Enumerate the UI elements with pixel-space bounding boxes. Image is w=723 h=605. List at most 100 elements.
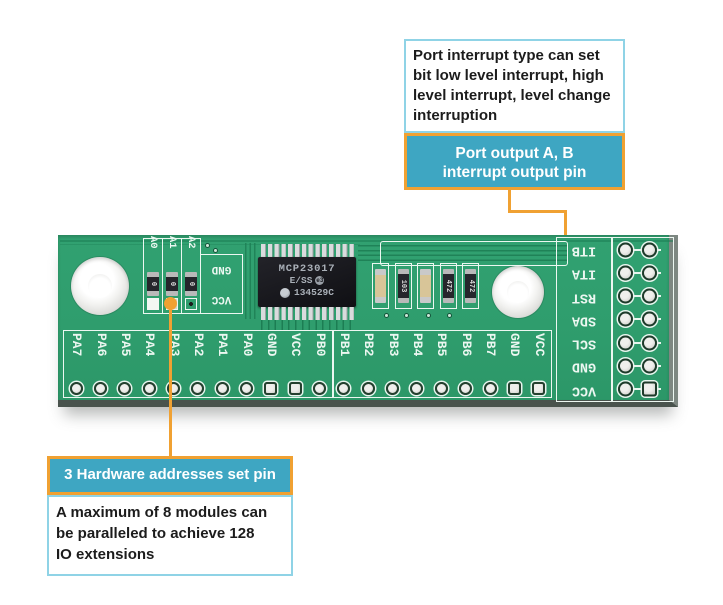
bottom-pin: PB3 (380, 331, 404, 397)
side-pin-pair (613, 354, 673, 377)
pin-pad (191, 382, 205, 395)
pin-label: ITB (571, 242, 597, 258)
side-pin-label-row: RST (557, 285, 611, 308)
side-pin-pair (613, 331, 673, 354)
pcb-trace-bundle-horizontal (358, 245, 568, 262)
pin-label: PA2 (190, 333, 206, 357)
smd-body (375, 269, 386, 303)
connector-line-top (508, 210, 567, 213)
side-pin-label-row: ITB (557, 238, 611, 261)
smd-value: 472 (466, 279, 475, 293)
pin-label: PB2 (361, 333, 377, 357)
bottom-pin: GND (502, 331, 526, 397)
pin-label: GND (571, 359, 597, 375)
resistor-value: 0 (149, 281, 157, 287)
pin-label: PB7 (483, 333, 499, 357)
pin-pad (618, 311, 633, 327)
connector-line-top (508, 190, 511, 213)
bottom-callout-label: 3 Hardware addresses set pin (47, 456, 293, 495)
bottom-pin: PA7 (64, 331, 88, 397)
pin-pad (642, 381, 657, 397)
bottom-pin: PA3 (161, 331, 185, 397)
via-dot (213, 248, 218, 253)
chip-fanout-traces (261, 320, 356, 330)
pin-pad (459, 382, 473, 395)
smd-component: 103 (394, 263, 412, 309)
via-dot (205, 243, 210, 248)
bottom-pin: PB1 (332, 331, 356, 397)
pcb-board: A0 0 A1 0 A2 0 (58, 235, 678, 407)
chip-pins-bottom (261, 307, 356, 320)
pin-pad (618, 288, 633, 304)
ic-chip-mcp23017: MCP23017 E/SS e3 134529C (258, 257, 356, 307)
pin-pad (642, 242, 657, 258)
pin-label: RST (571, 289, 597, 305)
side-pin-grid (612, 237, 674, 402)
chip-package-text: E/SS (289, 275, 313, 286)
bottom-pin: GND (259, 331, 283, 397)
side-pin-labels: ITB ITA RST SDA SCL GND (556, 237, 612, 402)
smd-value: 103 (399, 279, 407, 293)
pin-label: GND (263, 333, 279, 357)
chip-pins-top (261, 244, 356, 257)
side-pin-pair (613, 378, 673, 401)
bottom-pin: PB5 (429, 331, 453, 397)
pin-pad (642, 288, 657, 304)
pin-label: SDA (571, 312, 597, 328)
callout-dot-address (164, 297, 177, 310)
pin-pad (618, 265, 633, 281)
pcb-trace-bundle-vertical (245, 243, 257, 319)
pin-pad (618, 358, 633, 374)
pin-label: VCC (531, 333, 547, 357)
pin-pad (532, 382, 546, 395)
pin-label: PA5 (117, 333, 133, 357)
side-pin-pair (613, 308, 673, 331)
pin-pad (642, 335, 657, 351)
bottom-pin: VCC (527, 331, 551, 397)
bottom-pin: PA5 (113, 331, 137, 397)
smd-body: 472 (442, 269, 454, 303)
mounting-hole-right (492, 266, 544, 318)
pin-pad (313, 382, 327, 395)
pin-label: PA0 (239, 333, 255, 357)
via-dot (447, 313, 452, 318)
side-pin-label-row: SCL (557, 331, 611, 354)
trace-bundle-silk-box (380, 241, 568, 266)
via-dot (426, 313, 431, 318)
bottom-pin: PA6 (88, 331, 112, 397)
smd-body: 103 (397, 269, 409, 303)
pin-label: VCC (288, 333, 304, 357)
bottom-pin: PA2 (186, 331, 210, 397)
jumper-label: A0 (147, 236, 159, 249)
bottom-pin: PA0 (234, 331, 258, 397)
pin-pad (142, 382, 156, 395)
smd-component: 472 (439, 263, 457, 309)
pin-label: PB6 (458, 333, 474, 357)
smd-component (417, 263, 434, 309)
pin-pad (240, 382, 254, 395)
pin-label: PB4 (409, 333, 425, 357)
pin-pad (361, 382, 375, 395)
side-pin-label-row: GND (557, 354, 611, 377)
via-dot (384, 313, 389, 318)
address-jumper: A0 0 (144, 236, 163, 313)
pin-label: VCC (571, 382, 597, 398)
pin-label: PB3 (385, 333, 401, 357)
jumper-pad (185, 298, 197, 310)
pin-pad (434, 382, 448, 395)
via-dot (404, 313, 409, 318)
bottom-pin: PA4 (137, 331, 161, 397)
resistor-value: 0 (187, 281, 195, 287)
side-pin-label-row: SDA (557, 308, 611, 331)
bottom-note-text: A maximum of 8 modules can be paralleled… (47, 495, 293, 576)
pin-pad (618, 381, 633, 397)
top-note-text: Port interrupt type can set bit low leve… (404, 39, 625, 133)
rail-label-box: GND VCC (200, 254, 243, 314)
side-pin-label-row: VCC (557, 378, 611, 401)
smd-value: 472 (444, 279, 452, 293)
pin-pad (118, 382, 132, 395)
pin-pad (215, 382, 229, 395)
bottom-pin: VCC (283, 331, 307, 397)
top-callout-label: Port output A, B interrupt output pin (404, 133, 625, 190)
